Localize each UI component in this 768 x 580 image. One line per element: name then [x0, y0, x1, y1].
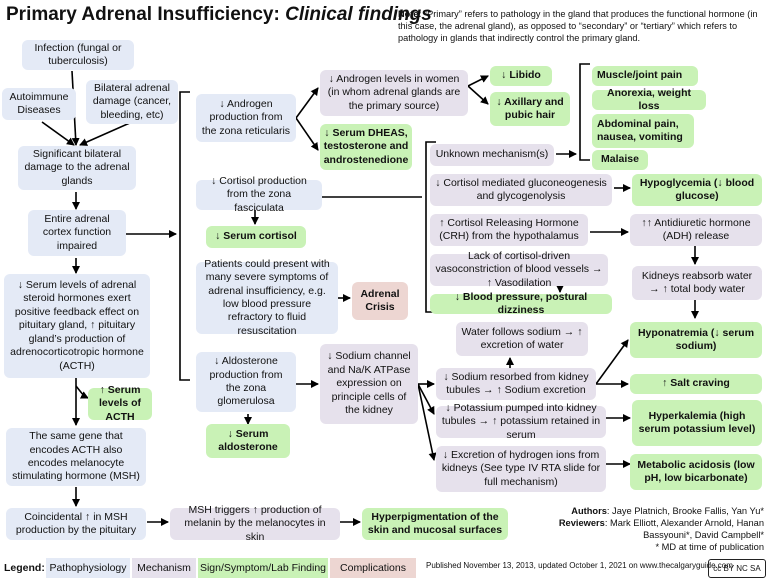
legend: Legend: Pathophysiology Mechanism Sign/S…	[0, 558, 768, 580]
serum-dheas-box: ↓ Serum DHEAS, testosterone and androste…	[320, 124, 412, 170]
water-follows-box: Water follows sodium → ↑ excretion of wa…	[456, 322, 588, 356]
metabolic-acidosis-box: Metabolic acidosis (low pH, low bicarbon…	[630, 454, 762, 490]
sodium-resorbed-box: ↓ Sodium resorbed from kidney tubules → …	[436, 368, 596, 400]
abdominal-box: Abdominal pain, nausea, vomiting	[592, 114, 694, 148]
blood-pressure-box: ↓ Blood pressure, postural dizziness	[430, 291, 612, 316]
muscle-joint-box: Muscle/joint pain	[592, 66, 698, 86]
serum-cortisol-box: ↓ Serum cortisol	[206, 226, 306, 248]
hypoglycemia-box: Hypoglycemia (↓ blood glucose)	[632, 174, 762, 206]
autoimmune-box: Autoimmune Diseases	[2, 88, 76, 120]
kidney-water-box: Kidneys reabsorb water → ↑ total body wa…	[632, 266, 762, 300]
malaise-box: Malaise	[592, 150, 648, 170]
adrenal-crisis-box: Adrenal Crisis	[352, 282, 408, 320]
androgen-women-box: ↓ Androgen levels in women (in whom adre…	[320, 70, 468, 116]
androgen-production-box: ↓ Androgen production from the zona reti…	[196, 94, 296, 142]
cortisol-production-box: ↓ Cortisol production from the zona fasc…	[196, 175, 322, 214]
legend-pathophysiology: Pathophysiology	[46, 558, 130, 578]
lack-cortisol-box: Lack of cortisol-driven vasoconstriction…	[430, 250, 608, 289]
patients-could-box: Patients could present with many severe …	[196, 258, 338, 337]
potassium-box: ↓ Potassium pumped into kidney tubules →…	[436, 402, 606, 441]
libido-box: ↓ Libido	[490, 66, 552, 86]
sodium-channel-box: ↓ Sodium channel and Na/K ATPase express…	[320, 344, 418, 424]
aldosterone-production-box: ↓ Aldosterone production from the zona g…	[196, 352, 296, 412]
entire-cortex-box: Entire adrenal cortex function impaired	[28, 210, 126, 256]
page-title: Primary Adrenal Insufficiency: Clinical …	[6, 4, 432, 25]
coincidental-msh-box: Coincidental ↑ in MSH production by the …	[6, 508, 146, 540]
serum-acth-box: ↑ Serum levels of ACTH	[88, 384, 152, 423]
note: Note: “Primary” refers to pathology in t…	[398, 9, 758, 43]
bilateral-damage-box: Bilateral adrenal damage (cancer, bleedi…	[86, 80, 178, 124]
infection-box: Infection (fungal or tuberculosis)	[22, 40, 134, 70]
legend-complications: Complications	[330, 558, 416, 578]
authors: Authors: Jaye Platnich, Brooke Fallis, Y…	[558, 506, 764, 553]
serum-levels-box: ↓ Serum levels of adrenal steroid hormon…	[4, 274, 150, 378]
hyperkalemia-box: Hyperkalemia (high serum potassium level…	[632, 400, 762, 446]
salt-craving-box: ↑ Salt craving	[630, 374, 762, 394]
published-info: Published November 13, 2013, updated Oct…	[426, 561, 733, 570]
adh-box: ↑↑ Antidiuretic hormone (ADH) release	[630, 214, 762, 246]
msh-triggers-box: MSH triggers ↑ production of melanin by …	[170, 504, 340, 543]
cc-license-icon: cc BY NC SA	[708, 559, 766, 578]
cortisol-gluconeogenesis-box: ↓ Cortisol mediated gluconeogenesis and …	[430, 174, 612, 206]
serum-aldosterone-box: ↓ Serum aldosterone	[206, 424, 290, 458]
excretion-h-box: ↓ Excretion of hydrogen ions from kidney…	[436, 446, 606, 492]
legend-sign-symptom: Sign/Symptom/Lab Finding	[198, 558, 328, 578]
axillary-hair-box: ↓ Axillary and pubic hair	[490, 92, 570, 126]
crh-box: ↑ Cortisol Releasing Hormone (CRH) from …	[430, 214, 588, 246]
hyponatremia-box: Hyponatremia (↓ serum sodium)	[630, 322, 762, 358]
unknown-mechanism-box: Unknown mechanism(s)	[430, 144, 554, 166]
hyperpigmentation-box: Hyperpigmentation of the skin and mucosa…	[362, 508, 508, 540]
legend-mechanism: Mechanism	[132, 558, 196, 578]
same-gene-box: The same gene that encodes ACTH also enc…	[6, 428, 146, 486]
anorexia-box: Anorexia, weight loss	[592, 87, 706, 112]
legend-title: Legend:	[4, 562, 45, 574]
significant-damage-box: Significant bilateral damage to the adre…	[18, 146, 136, 190]
